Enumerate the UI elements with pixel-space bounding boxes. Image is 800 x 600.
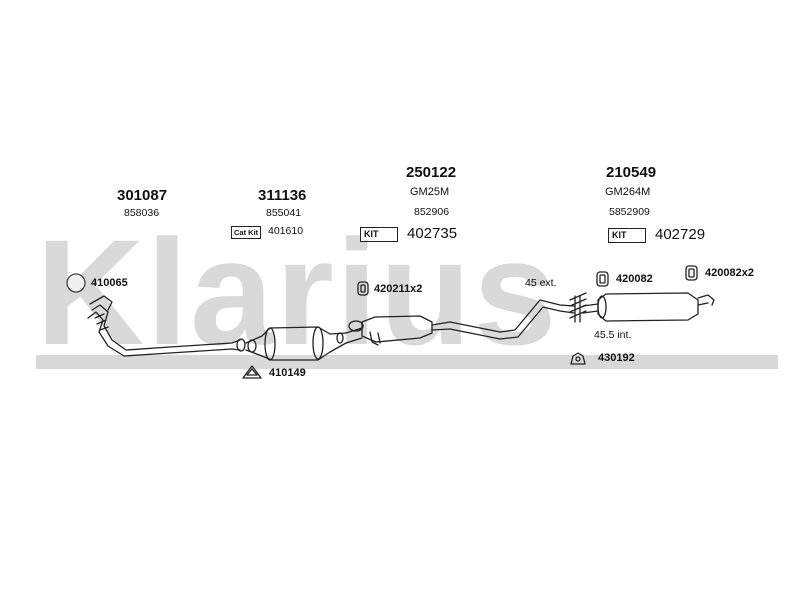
fitting-gasket-front: 410065: [91, 277, 128, 289]
rear-silencer: [582, 292, 715, 322]
kit-badge: KIT: [608, 228, 646, 243]
oe-number-rear-silencer: 5852909: [609, 206, 650, 218]
catalytic-converter: [245, 326, 347, 361]
fitting-gasket-cat: 410149: [269, 367, 306, 379]
clamp-icon: [570, 352, 586, 365]
cat-kit-badge: Cat Kit: [231, 226, 262, 239]
kit-number-middle-silencer: 402735: [407, 225, 458, 242]
kit-number-rear-silencer: 402729: [655, 226, 706, 243]
ref-middle-silencer: GM25M: [410, 186, 450, 198]
watermark-baseline: [36, 355, 778, 369]
middle-silencer: [345, 299, 575, 346]
rubber-mount-icon: [357, 281, 369, 296]
part-number-catalyst: 311136: [258, 187, 307, 204]
gasket-ring-icon: [66, 273, 86, 293]
fitting-mount-rear-b: 420082x2: [705, 267, 754, 279]
front-pipe: [87, 295, 246, 357]
ref-rear-silencer: GM264M: [605, 186, 651, 198]
fitting-clamp: 430192: [598, 352, 635, 364]
rubber-mount-icon: [596, 271, 609, 287]
note-ext: 45 ext.: [525, 277, 557, 289]
fitting-mount-rear-a: 420082: [616, 273, 653, 285]
rubber-mount-icon: [685, 265, 698, 281]
joint-marks: [569, 292, 587, 323]
kit-number-catalyst: 401610: [268, 225, 304, 237]
fitting-mount-mid: 420211x2: [374, 283, 423, 295]
note-int: 45.5 int.: [594, 329, 632, 341]
part-number-middle-silencer: 250122: [406, 164, 457, 181]
part-number-rear-silencer: 210549: [606, 164, 657, 181]
kit-badge: KIT: [360, 227, 398, 242]
part-number-front-pipe: 301087: [117, 187, 168, 204]
oe-number-front-pipe: 858036: [124, 207, 160, 219]
oe-number-catalyst: 855041: [266, 207, 302, 219]
triangle-gasket-icon: [242, 365, 262, 379]
oe-number-middle-silencer: 852906: [414, 206, 450, 218]
